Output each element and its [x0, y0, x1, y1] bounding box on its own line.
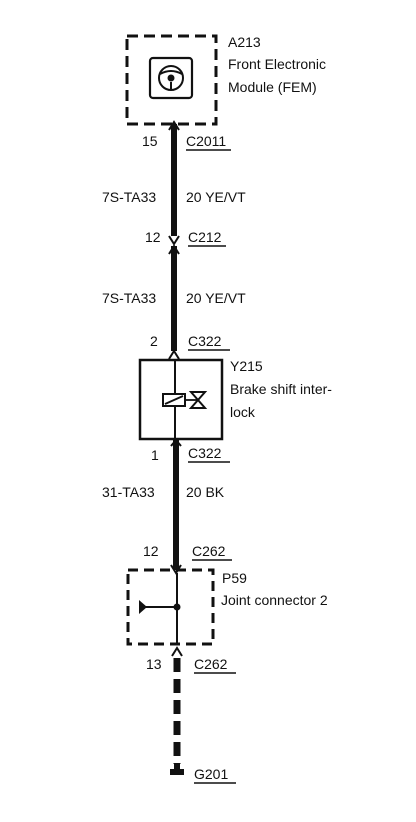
- c2011-pin: 15: [142, 133, 158, 149]
- c322-top-pin: 2: [150, 333, 158, 349]
- wire3-spec: 20 BK: [186, 484, 225, 500]
- joint-connector-box: [126, 568, 215, 646]
- c212-connector-icon: [168, 235, 180, 255]
- interlock-name-line1: Brake shift inter-: [230, 381, 332, 397]
- c2011-connector-icon: [168, 120, 180, 131]
- c322-bottom-pin: 1: [151, 447, 159, 463]
- wire1-circuit: 7S-TA33: [102, 189, 156, 205]
- wire3-circuit: 31-TA33: [102, 484, 155, 500]
- c262-bottom-connector-icon: [171, 646, 183, 657]
- ground-label: G201: [194, 766, 228, 782]
- c322-top-label: C322: [188, 333, 222, 349]
- wire2-spec: 20 YE/VT: [186, 290, 246, 306]
- c2011-label: C2011: [186, 133, 226, 149]
- fem-name-line2: Module (FEM): [228, 79, 317, 95]
- interlock-box: [138, 358, 224, 441]
- joint-id: P59: [222, 570, 247, 586]
- joint-branch-arrow-icon: [139, 600, 147, 614]
- solenoid-icon: [162, 393, 186, 407]
- joint-splice-dot: [173, 603, 181, 611]
- ground-icon: [170, 764, 184, 775]
- wire1-spec: 20 YE/VT: [186, 189, 246, 205]
- fem-id: A213: [228, 34, 261, 50]
- c262-top-pin: 12: [143, 543, 159, 559]
- c262-bottom-label: C262: [194, 656, 228, 672]
- fem-name-line1: Front Electronic: [228, 56, 326, 72]
- c212-pin: 12: [145, 229, 161, 245]
- c322-bottom-connector-icon: [170, 438, 182, 447]
- c212-label: C212: [188, 229, 222, 245]
- c262-top-label: C262: [192, 543, 226, 559]
- c322-top-connector-icon: [168, 349, 180, 360]
- interlock-id: Y215: [230, 358, 263, 374]
- interlock-name-line2: lock: [230, 404, 256, 420]
- fem-module-icon: [148, 56, 194, 100]
- c262-bottom-pin: 13: [146, 656, 162, 672]
- valve-icon: [185, 391, 208, 409]
- joint-name: Joint connector 2: [221, 592, 328, 608]
- c322-bottom-label: C322: [188, 445, 222, 461]
- wire2-circuit: 7S-TA33: [102, 290, 156, 306]
